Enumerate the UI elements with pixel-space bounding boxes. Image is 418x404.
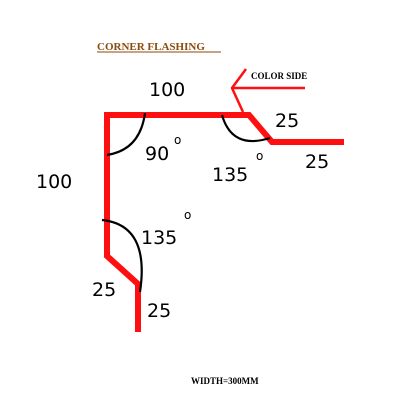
left-flange-label: 25 bbox=[92, 279, 116, 301]
left-length-label: 100 bbox=[36, 171, 72, 193]
top-right-135-arc bbox=[220, 114, 271, 143]
top-right-angle-label: 135 bbox=[212, 164, 248, 186]
color-side-arrow bbox=[230, 68, 248, 113]
width-label: WIDTH=300MM bbox=[191, 376, 259, 386]
left-lower-135-arc bbox=[101, 218, 143, 293]
corner-angle-degree: o bbox=[174, 133, 181, 147]
left-lower-angle-label: 135 bbox=[141, 227, 177, 249]
corner-angle-label: 90 bbox=[145, 143, 169, 165]
left-lower-angle-degree: o bbox=[184, 208, 191, 222]
top-right-angle-degree: o bbox=[256, 149, 263, 163]
flashing-profile bbox=[104, 112, 344, 332]
diagram-title: CORNER FLASHING bbox=[97, 41, 205, 53]
right-tail-label: 25 bbox=[305, 151, 329, 173]
bottom-tail-label: 25 bbox=[147, 300, 171, 322]
top-right-flange-label: 25 bbox=[275, 110, 299, 132]
color-side-label: COLOR SIDE bbox=[251, 71, 307, 81]
top-length-label: 100 bbox=[149, 79, 185, 101]
corner-90-arc bbox=[106, 112, 147, 157]
